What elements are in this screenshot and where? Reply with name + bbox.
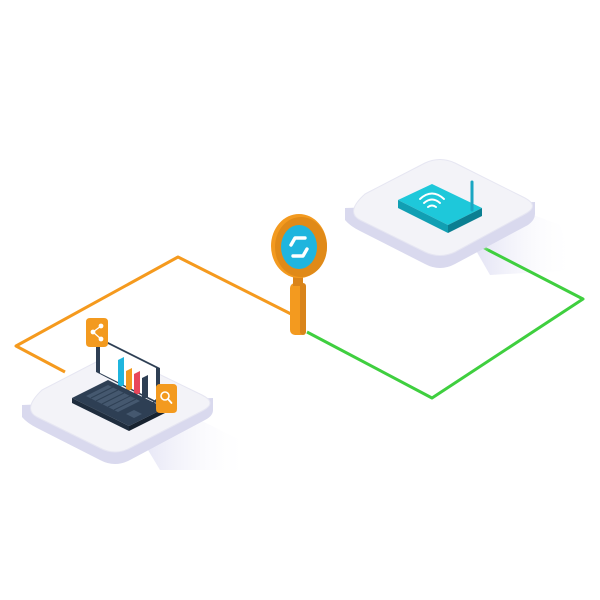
wifi-router-icon: [398, 180, 482, 233]
search-icon: [151, 384, 177, 413]
laptop-touchpad: [126, 410, 142, 418]
chart-bar-teal: [118, 357, 124, 388]
laptop-analytics-icon: [72, 336, 165, 431]
share-icon: [86, 318, 108, 352]
magnifier-handle-shade: [300, 283, 306, 335]
router-front-left: [398, 200, 448, 233]
wifi-icon: [419, 192, 445, 208]
laptop-base-edge-right: [129, 408, 165, 431]
chart-bar-red: [134, 371, 140, 396]
router-top: [398, 184, 482, 225]
magnifier-neck: [293, 272, 303, 286]
laptop-base-edge: [72, 398, 129, 431]
magnifier-lens: [281, 225, 317, 269]
sync-search-magnifier-icon: [271, 214, 327, 335]
router-front-right: [448, 208, 482, 233]
chart-bar-orange: [126, 368, 132, 392]
green-connection-line: [306, 248, 585, 400]
sync-icon: [289, 236, 309, 258]
orange-connection-line: [14, 255, 296, 374]
chart-bar-dark: [142, 375, 148, 400]
